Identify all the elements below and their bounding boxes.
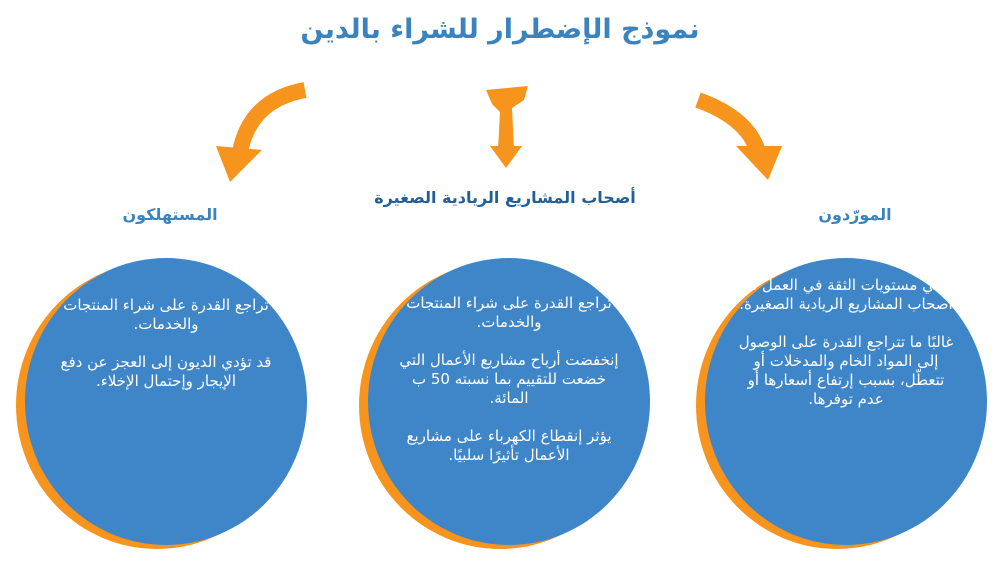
suppliers-point-2: غالبًا ما تتراجع القدرة على الوصول إلى ا… <box>738 333 954 408</box>
curved-arrow-left-icon <box>216 82 307 182</box>
small-business-point-2: إنخفضت أرباح مشاريع الأعمال التي خضعت لل… <box>399 351 619 407</box>
small-business-circle: تراجع القدرة على شراء المنتجات والخدمات.… <box>368 258 650 545</box>
suppliers-point-1: تدني مستويات الثقة في العمل مع أصحاب الم… <box>739 276 953 313</box>
heading-consumers: المستهلكون <box>122 205 218 224</box>
zigzag-arrow-down-icon <box>486 86 528 168</box>
consumers-point-2: قد تؤدي الديون إلى العجز عن دفع الإيجار … <box>60 353 272 390</box>
suppliers-text: تدني مستويات الثقة في العمل مع أصحاب الم… <box>735 276 957 409</box>
consumers-circle: تراجع القدرة على شراء المنتجات والخدمات.… <box>25 258 307 545</box>
heading-suppliers: المورّدون <box>818 205 892 224</box>
consumers-text: تراجع القدرة على شراء المنتجات والخدمات.… <box>55 296 277 391</box>
curved-arrow-right-icon <box>695 92 782 180</box>
small-business-point-3: يؤثر إنقطاع الكهرباء على مشاريع الأعمال … <box>406 427 612 464</box>
diagram-title: نموذج الإضطرار للشراء بالدين <box>300 14 700 45</box>
heading-small-business-owners: أصحاب المشاريع الريادية الصغيرة <box>374 188 636 207</box>
small-business-text: تراجع القدرة على شراء المنتجات والخدمات.… <box>398 294 620 465</box>
small-business-point-1: تراجع القدرة على شراء المنتجات والخدمات. <box>406 294 612 331</box>
suppliers-circle: تدني مستويات الثقة في العمل مع أصحاب الم… <box>705 258 987 545</box>
consumers-point-1: تراجع القدرة على شراء المنتجات والخدمات. <box>63 296 269 333</box>
